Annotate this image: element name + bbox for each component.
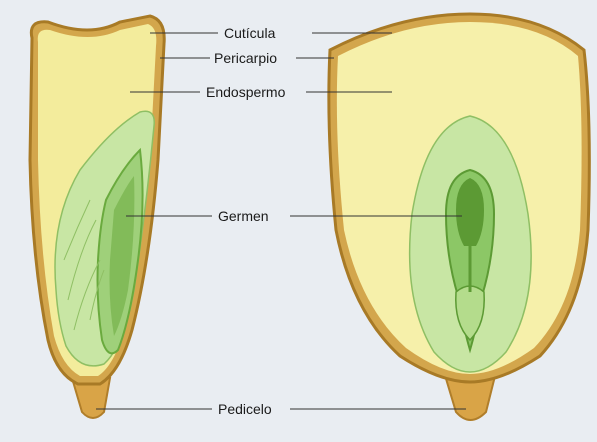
label-cuticula: Cutícula — [224, 25, 276, 41]
label-germen: Germen — [218, 208, 269, 224]
label-pericarpio: Pericarpio — [214, 50, 277, 66]
label-pedicelo: Pedicelo — [218, 401, 272, 417]
right-plumule — [456, 178, 484, 246]
label-endospermo: Endospermo — [206, 84, 286, 100]
